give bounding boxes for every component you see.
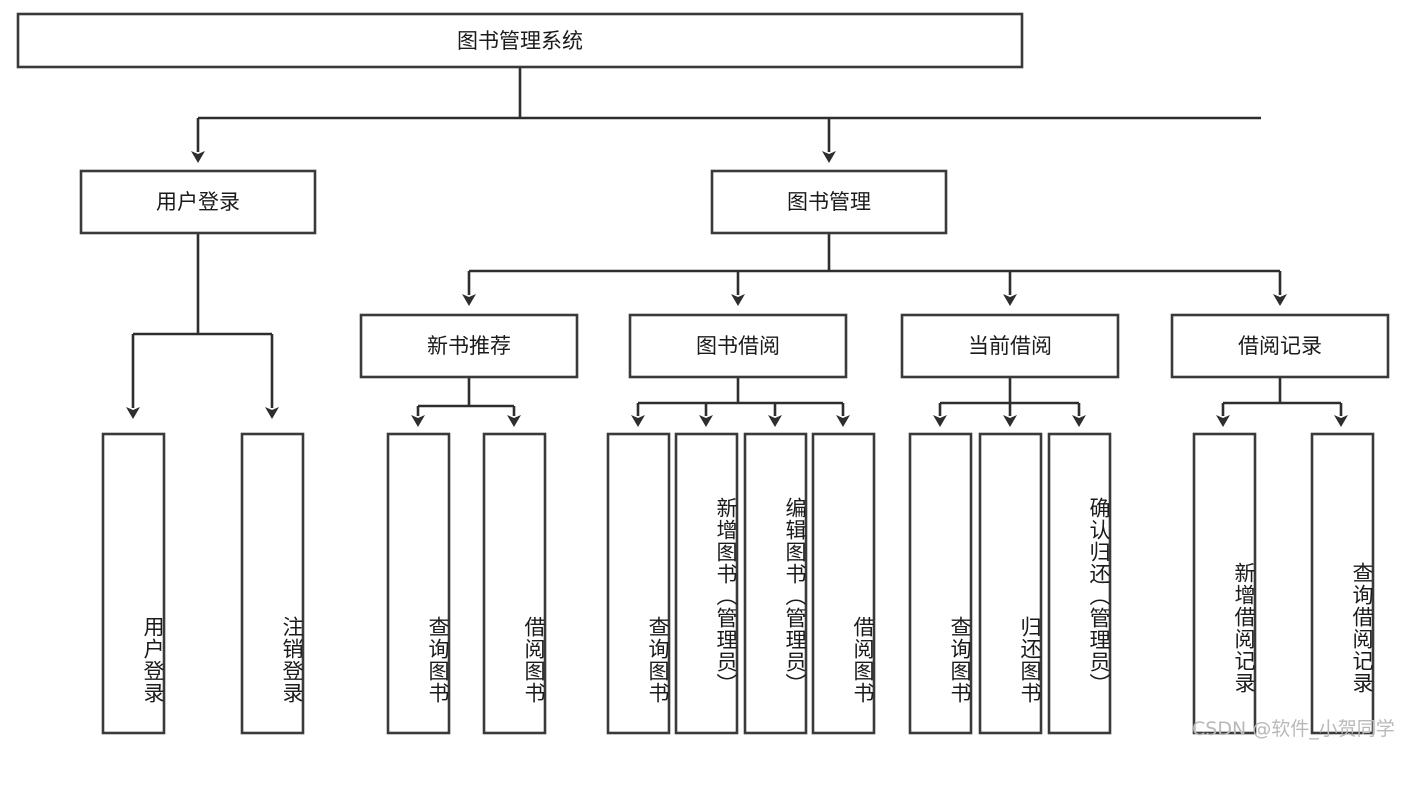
node-new-book-recommend-label: 新书推荐 bbox=[427, 334, 511, 358]
csdn-watermark: CSDN @软件_小贺同学 bbox=[1192, 718, 1395, 740]
node-book-borrow[interactable]: 图书借阅 bbox=[628, 313, 848, 379]
leaf-box-add-record[interactable] bbox=[1192, 432, 1257, 735]
node-new-book-recommend[interactable]: 新书推荐 bbox=[359, 313, 579, 379]
leaf-box-query-record[interactable] bbox=[1310, 432, 1375, 735]
node-root-label: 图书管理系统 bbox=[457, 29, 583, 53]
node-borrow-record-label: 借阅记录 bbox=[1238, 334, 1322, 358]
leaf-box-user-login[interactable] bbox=[101, 432, 166, 735]
node-user-login[interactable]: 用户登录 bbox=[79, 169, 317, 235]
leaf-box-edit-book[interactable] bbox=[743, 432, 808, 735]
node-borrow-record[interactable]: 借阅记录 bbox=[1170, 313, 1390, 379]
node-book-management-label: 图书管理 bbox=[787, 190, 871, 214]
connector-bookmgmt-to-level3 bbox=[462, 233, 1287, 306]
leaf-box-query-book-3[interactable] bbox=[908, 432, 973, 735]
node-user-login-label: 用户登录 bbox=[156, 190, 240, 214]
node-current-borrow-label: 当前借阅 bbox=[968, 334, 1052, 358]
leaf-box-confirm-return[interactable] bbox=[1047, 432, 1112, 735]
node-book-management[interactable]: 图书管理 bbox=[710, 169, 948, 235]
leaf-box-return-book[interactable] bbox=[978, 432, 1043, 735]
connector-userlogin-to-leaves bbox=[126, 233, 279, 419]
connector-bookborrow-to-leaves bbox=[631, 377, 850, 427]
node-book-borrow-label: 图书借阅 bbox=[696, 334, 780, 358]
hierarchy-tree-svg: 图书管理系统 用户登录 图书管理 新书推荐 图书借阅 当前借阅 借阅记录 bbox=[16, 12, 1390, 735]
connector-newbook-to-leaves bbox=[411, 377, 521, 427]
connector-root-to-level2 bbox=[191, 67, 1261, 163]
node-current-borrow[interactable]: 当前借阅 bbox=[900, 313, 1120, 379]
node-root[interactable]: 图书管理系统 bbox=[16, 12, 1024, 69]
leaf-box-query-book-2[interactable] bbox=[606, 432, 671, 735]
leaf-box-query-book-1[interactable] bbox=[386, 432, 451, 735]
diagram-canvas: 图书管理系统 用户登录 图书管理 新书推荐 图书借阅 当前借阅 借阅记录 bbox=[16, 12, 1395, 740]
connector-borrowrecord-to-leaves bbox=[1216, 377, 1348, 427]
leaf-boxes bbox=[101, 432, 1375, 735]
connector-currentborrow-to-leaves bbox=[933, 377, 1086, 427]
leaf-box-add-book[interactable] bbox=[674, 432, 739, 735]
leaf-box-logout-login[interactable] bbox=[240, 432, 305, 735]
leaf-box-borrow-book-1[interactable] bbox=[482, 432, 547, 735]
leaf-box-borrow-book-2[interactable] bbox=[811, 432, 876, 735]
